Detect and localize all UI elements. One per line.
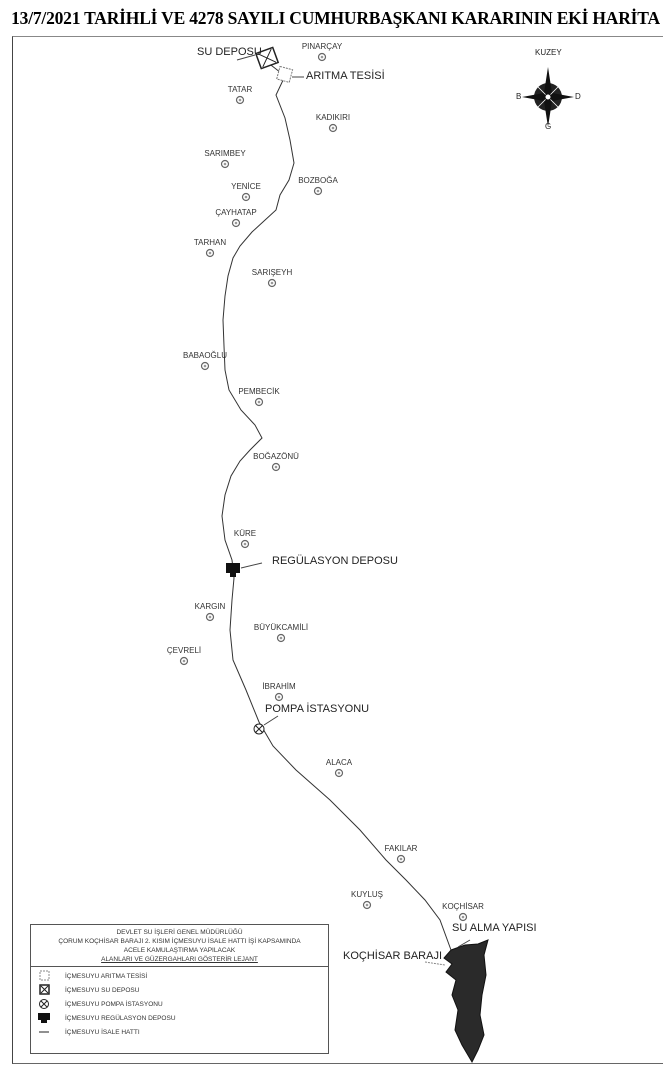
village-label: BOZBOĞA [298,176,338,185]
legend-item-label: İÇMESUYU İSALE HATTI [65,1028,140,1036]
legend-item: İÇMESUYU POMPA İSTASYONU [31,997,328,1011]
compass-south: G [545,122,552,131]
village-label: BÜYÜKCAMİLİ [253,623,309,632]
village-marker-center [270,281,274,285]
village-label: ÇAYHATAP [215,208,257,217]
compass-east: D [575,92,581,101]
village-marker-center [182,659,186,663]
legend-box: DEVLET SU İŞLERİ GENEL MÜDÜRLÜĞÜ ÇORUM K… [30,924,329,1054]
pipeline-line-icon [39,1031,49,1033]
village-marker-center [399,857,403,861]
label-kochisar-baraji: KOÇHİSAR BARAJI [343,950,443,962]
village-label: BOĞAZÖNÜ [253,452,299,461]
village-label: YENİCE [231,182,261,191]
village-marker-center [279,636,283,640]
map-title: 13/7/2021 TARİHLİ VE 4278 SAYILI CUMHURB… [11,8,660,28]
village-label: BABAOĞLU [182,351,228,360]
village-label: FAKILAR [384,844,418,853]
compass-north: KUZEY [535,48,562,57]
aritma-tesisi-icon [276,65,294,83]
village-marker-center [244,195,248,199]
village-label: SARIŞEYH [251,268,293,277]
village-label: TATAR [227,85,253,94]
legend-item: İÇMESUYU ARITMA TESİSİ [31,969,328,983]
village-marker-center [461,915,465,919]
village-label: KADIKIRI [315,113,351,122]
legend-header-line: ALANLARI VE GÜZERGAHLARI GÖSTERİR LEJANT [101,956,258,963]
pipeline-route [221,61,452,951]
village-marker-center [320,55,324,59]
village-marker-center [331,126,335,130]
pompa-istasyonu-icon [253,723,265,735]
village-marker-center [257,400,261,404]
su-deposu-icon [254,46,280,70]
village-label: PINARÇAY [301,42,343,51]
compass-rose-icon [522,67,574,127]
aritma-tesisi-icon [39,970,50,981]
village-marker-center [234,221,238,225]
village-marker-center [203,364,207,368]
village-label: ÇEVRELİ [166,646,202,655]
legend-header-line: ÇORUM KOÇHİSAR BARAJI 2. KISIM İÇMESUYU … [58,938,301,945]
koçhisar-reservoir [443,939,489,1064]
label-aritma-tesisi: ARITMA TESİSİ [306,70,385,82]
village-label: KUYLUŞ [350,890,384,899]
village-marker-center [208,615,212,619]
village-label: ALACA [325,758,353,767]
village-marker-center [243,542,247,546]
village-markers [179,52,468,922]
legend-item-label: İÇMESUYU SU DEPOSU [65,986,140,994]
village-marker-center [208,251,212,255]
village-marker-center [223,162,227,166]
village-marker-center [277,695,281,699]
village-label: KÜRE [233,529,257,538]
label-regulasyon-deposu: REGÜLASYON DEPOSU [272,555,398,567]
legend-item-label: İÇMESUYU POMPA İSTASYONU [65,1000,163,1008]
legend-header-line: DEVLET SU İŞLERİ GENEL MÜDÜRLÜĞÜ [116,929,243,936]
village-marker-center [316,189,320,193]
legend-item: İÇMESUYU REGÜLASYON DEPOSU [31,1011,328,1025]
label-pompa-istasyonu: POMPA İSTASYONU [265,703,370,715]
legend-item-label: İÇMESUYU REGÜLASYON DEPOSU [65,1014,176,1022]
legend-header-line: ACELE KAMULAŞTIRMA YAPILACAK [123,947,236,954]
village-marker-center [365,903,369,907]
village-marker-center [274,465,278,469]
pompa-istasyonu-icon [39,999,49,1009]
map-frame [12,36,663,1064]
village-label: KARGIN [194,602,226,611]
compass-west: B [516,92,522,101]
regulasyon-deposu-icon [38,1013,50,1023]
label-su-deposu: SU DEPOSU [197,46,262,58]
regulasyon-deposu-icon [226,563,240,577]
legend-item-label: İÇMESUYU ARITMA TESİSİ [65,972,148,980]
legend-item: İÇMESUYU İSALE HATTI [31,1025,328,1039]
village-label: KOÇHİSAR [442,902,484,911]
legend-item: İÇMESUYU SU DEPOSU [31,983,328,997]
village-marker-center [238,98,242,102]
legend-header: DEVLET SU İŞLERİ GENEL MÜDÜRLÜĞÜ ÇORUM K… [31,925,328,967]
village-marker-center [337,771,341,775]
village-label: SARIMBEY [204,149,246,158]
village-label: PEMBECİK [238,387,280,396]
su-deposu-icon [39,984,50,995]
village-label: İBRAHİM [262,682,296,691]
village-label: TARHAN [193,238,227,247]
label-su-alma-yapisi: SU ALMA YAPISI [452,922,537,934]
